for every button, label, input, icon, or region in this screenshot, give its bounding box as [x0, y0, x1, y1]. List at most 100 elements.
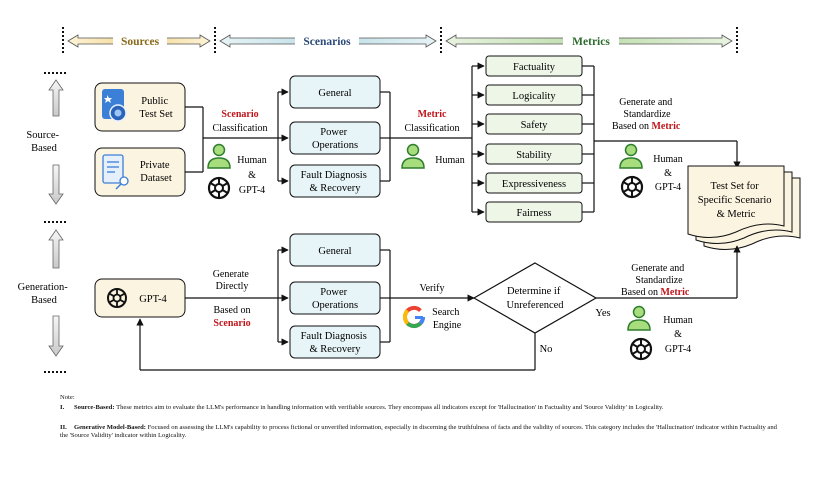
gen-top-line3: Based on [612, 121, 649, 132]
scenario-connectors [380, 62, 485, 216]
scenario-box-power-top: Power Operations [289, 121, 381, 155]
gen-top-line2: Standardize [623, 109, 671, 120]
generation-based-line2: Based [31, 295, 57, 306]
scenario-classification-keyword: Scenario [221, 109, 258, 120]
metric-logicality: Logicality [512, 91, 556, 102]
metric-stability: Stability [516, 150, 552, 161]
human-icon [401, 143, 425, 169]
metric-expressiveness: Expressiveness [502, 179, 566, 190]
metric-safety: Safety [521, 120, 549, 131]
scenario-box-fault-top: Fault Diagnosis & Recovery [289, 164, 381, 198]
metric-human-label: Human [435, 155, 464, 166]
gen-directly-line2: Directly [216, 281, 249, 292]
fault-top-line1: Fault Diagnosis [301, 170, 367, 181]
public-test-set-box: Public Test Set [94, 82, 186, 132]
generation-connectors [136, 245, 741, 371]
gen-bottom-line3: Based on [621, 287, 658, 298]
gpt4-label: GPT-4 [239, 185, 265, 196]
scenario-box-general-bottom: General [289, 233, 381, 267]
private-dataset-box: Private Dataset [94, 147, 186, 197]
header-dividers [62, 27, 738, 53]
test-set-line3: & Metric [717, 209, 756, 220]
up-arrow-icon [48, 79, 64, 117]
note-item-1-text: These metrics aim to evaluate the LLM's … [114, 404, 664, 411]
down-arrow-icon [48, 164, 64, 205]
gen-top-keyword: Metric [651, 121, 680, 132]
sources-header-label: Sources [121, 36, 160, 48]
ampersand-label: & [248, 170, 256, 181]
metric-boxes: Factuality Logicality Safety Stability E… [485, 55, 583, 223]
verify-label: Verify [420, 283, 445, 294]
openai-logo-icon [107, 288, 127, 308]
svg-text:Based on Metric: Based on Metric [612, 121, 681, 132]
note-item-2-text: Focused on assessing the LLM's capabilit… [60, 424, 777, 439]
top-right-gpt4-label: GPT-4 [655, 182, 681, 193]
yes-label: Yes [595, 308, 610, 319]
dataset-icon [102, 154, 129, 190]
based-on-scenario-keyword: Scenario [213, 318, 250, 329]
metrics-header-label: Metrics [572, 36, 610, 48]
generation-based-label: Generation- Based [18, 282, 71, 306]
top-right-human-label: Human [653, 154, 682, 165]
svg-text:Private Dataset: Private Dataset [140, 160, 172, 184]
test-set-line2: Specific Scenario [698, 195, 772, 206]
metric-classification-keyword: Metric [418, 109, 447, 120]
sources-header-arrow: Sources [67, 33, 211, 49]
openai-logo-icon [620, 175, 644, 199]
source-based-line1: Source- [26, 130, 59, 141]
down-arrow-icon [48, 315, 64, 357]
bottom-gpt4-label: GPT-4 [665, 344, 691, 355]
svg-text:Fault Diagnosis & Recove: Fault Diagnosis & Recovery [301, 170, 370, 194]
fault-top-line2: & Recovery [309, 183, 361, 194]
source-based-line2: Based [31, 143, 57, 154]
human-icon [627, 305, 651, 331]
openai-logo-icon [207, 176, 231, 200]
power-top-line1: Power [320, 127, 347, 138]
note-item-1: I. Source-Based: These metrics aim to eva… [60, 404, 780, 412]
gen-top-line1: Generate and [619, 97, 672, 108]
gen-directly-line1: Generate [213, 269, 250, 280]
private-line1: Private [140, 160, 170, 171]
svg-text:Based on Metric: Based on Metric [621, 287, 690, 298]
fault-bottom-line2: & Recovery [309, 344, 361, 355]
search-engine-line2: Engine [433, 320, 462, 331]
svg-text:Search Engine: Search Engine [432, 307, 462, 331]
svg-text:Determine if Unreference: Determine if Unreferenced [506, 286, 564, 311]
svg-text:Public Test Set: Public Test Set [139, 96, 172, 120]
note-item-1-num: I. [60, 404, 65, 411]
public-line2: Test Set [139, 109, 172, 120]
scenarios-header-arrow: Scenarios [219, 33, 437, 49]
generation-based-line1: Generation- [18, 282, 69, 293]
power-top-line2: Operations [312, 140, 358, 151]
human-icon [207, 143, 231, 169]
decision-line1: Determine if [507, 286, 561, 297]
scenario-box-fault-bottom: Fault Diagnosis & Recovery [289, 325, 381, 359]
source-based-label: Source- Based [26, 130, 61, 154]
bottom-human-label: Human [663, 315, 692, 326]
gen-bottom-line2: Standardize [635, 275, 683, 286]
scenario-box-power-bottom: Power Operations [289, 281, 381, 315]
search-engine-line1: Search [432, 307, 459, 318]
metrics-header-arrow: Metrics [445, 33, 733, 49]
gen-bottom-keyword: Metric [660, 287, 689, 298]
scenarios-header-label: Scenarios [303, 36, 351, 48]
decision-line2: Unreferenced [506, 300, 564, 311]
note-item-1-head: Source-Based: [74, 404, 115, 411]
svg-text:Power Operations: Power Operations [312, 287, 358, 311]
human-label: Human [237, 155, 266, 166]
gen-bottom-line1: Generate and [631, 263, 684, 274]
power-bottom-line1: Power [320, 287, 347, 298]
public-line1: Public [141, 96, 168, 107]
metric-factuality: Factuality [513, 62, 556, 73]
scenario-general-bottom-label: General [318, 246, 351, 257]
power-bottom-line2: Operations [312, 300, 358, 311]
svg-text:Power Operations: Power Operations [312, 127, 358, 151]
note-item-2-head: Generative Model-Based: [74, 424, 146, 431]
no-label: No [540, 344, 553, 355]
fault-bottom-line1: Fault Diagnosis [301, 331, 367, 342]
private-line2: Dataset [140, 173, 172, 184]
svg-text:Fault Diagnosis & Recove: Fault Diagnosis & Recovery [301, 331, 370, 355]
gpt4-generator-box: GPT-4 [94, 278, 186, 318]
top-right-amp-label: & [664, 168, 672, 179]
openai-logo-icon [629, 337, 653, 361]
